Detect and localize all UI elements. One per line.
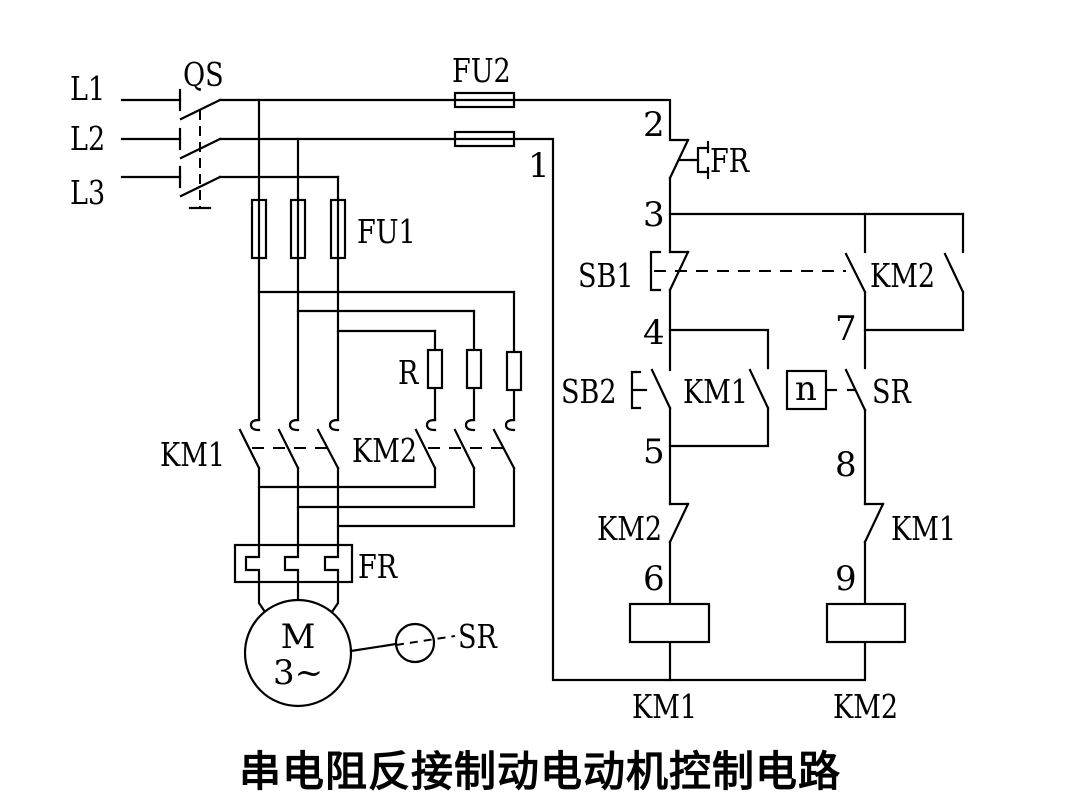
sb2-start-button — [630, 368, 672, 506]
km2-main-contacts — [414, 418, 516, 470]
label-km2-interlock: KM2 — [597, 510, 662, 548]
label-sb2: SB2 — [561, 373, 617, 411]
sb1-stop-button — [649, 250, 846, 372]
node-1: 1 — [528, 146, 550, 186]
label-l2: L2 — [70, 120, 105, 158]
supply-lines — [120, 98, 182, 179]
motor-circle — [243, 598, 353, 708]
label-fr-main: FR — [358, 548, 398, 586]
label-sr-main: SR — [458, 618, 498, 656]
labels: L1 L2 L3 QS FU1 R KM1 KM2 FR SR FU2 1 2 … — [70, 52, 956, 726]
node-9: 9 — [835, 559, 857, 599]
label-fu1: FU1 — [357, 213, 416, 251]
label-km1-interlock: KM1 — [891, 510, 956, 548]
label-km2-contact: KM2 — [870, 257, 935, 295]
coils — [628, 602, 907, 644]
label-km2-main: KM2 — [352, 432, 417, 470]
fr-thermal-relay — [233, 543, 354, 584]
motor: M 3~ — [243, 598, 353, 708]
motor-symbol: M — [281, 617, 316, 657]
node-7: 7 — [835, 309, 857, 349]
node-2: 2 — [643, 105, 665, 145]
label-km1-hold: KM1 — [683, 373, 748, 411]
resistors-r — [426, 348, 523, 392]
fr-nc-contact — [678, 140, 710, 180]
motor-leads — [257, 580, 340, 614]
label-coil-km2: KM2 — [833, 688, 898, 726]
label-sb1: SB1 — [578, 257, 634, 295]
km2-interlock-contact — [668, 502, 690, 606]
fu1-fuses — [250, 198, 347, 260]
node-8: 8 — [835, 445, 857, 485]
label-coil-km1: KM1 — [632, 688, 697, 726]
node3-branch — [668, 212, 965, 254]
label-l3: L3 — [70, 174, 105, 212]
label-r: R — [398, 354, 420, 392]
km1-coil — [628, 602, 711, 644]
label-sr-contact: SR — [872, 373, 912, 411]
label-qs: QS — [183, 56, 224, 94]
node-6: 6 — [643, 559, 665, 599]
label-km1-main: KM1 — [160, 436, 225, 474]
motor-feed-wires — [257, 466, 516, 547]
km1-main-contacts — [238, 418, 340, 470]
label-l1: L1 — [70, 70, 105, 108]
node-5: 5 — [643, 432, 665, 472]
diagram-title: 串电阻反接制动电动机控制电路 — [238, 747, 841, 796]
km2-coil — [825, 602, 907, 644]
motor-phase: 3~ — [273, 653, 323, 693]
km2-reverse-contacts — [844, 252, 965, 370]
label-fu2: FU2 — [452, 52, 511, 90]
km1-hold-contact — [668, 328, 770, 448]
km1-interlock-contact — [863, 502, 885, 606]
bus-wires — [218, 98, 457, 422]
node-4: 4 — [643, 313, 665, 353]
sr-speed-contact — [785, 368, 867, 506]
fu2-fuses — [453, 91, 516, 148]
speed-relay-sr — [349, 622, 456, 664]
qs-switch — [178, 88, 222, 210]
node-3: 3 — [643, 195, 665, 235]
label-n: n — [795, 369, 817, 409]
label-fr-contact: FR — [710, 142, 750, 180]
